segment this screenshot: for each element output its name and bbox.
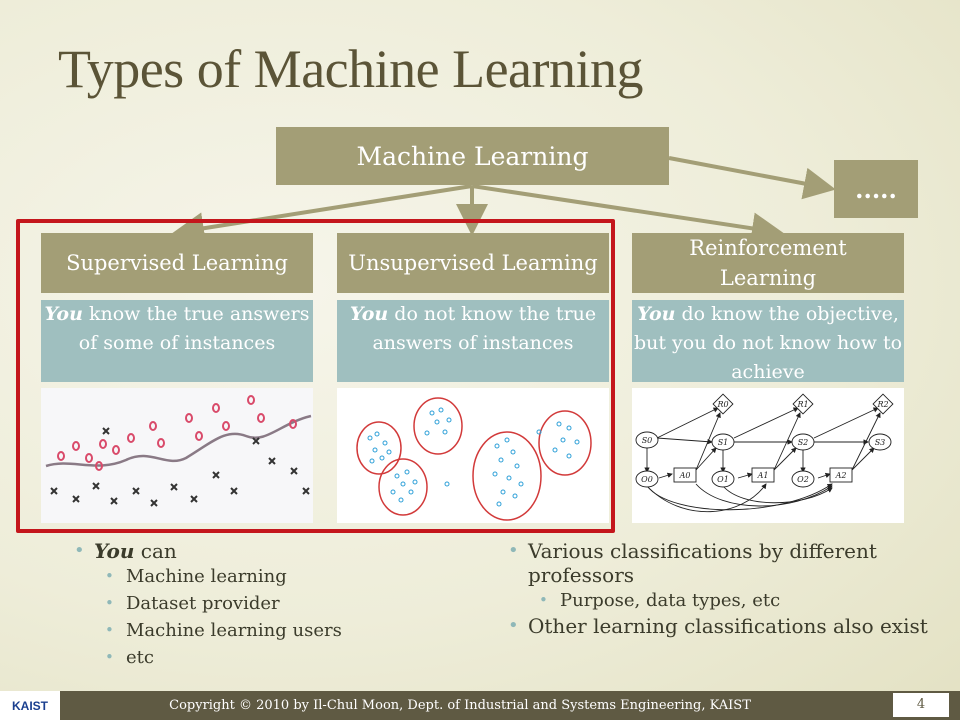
- arrow-to-reinforcement: [471, 184, 784, 245]
- unsupervised-clustering-image: [337, 388, 609, 523]
- sub-bullet: Machine learning users: [70, 617, 430, 644]
- right-bullet-list: Various classifications by different pro…: [504, 539, 944, 638]
- svg-text:A0: A0: [679, 471, 691, 480]
- arrow-to-more: [668, 156, 836, 200]
- bullet-various-classifications: Various classifications by different pro…: [504, 539, 944, 587]
- supervised-description: You know the true answers of some of ins…: [41, 300, 313, 382]
- reinforcement-mdp-diagram: R0 R1 R2 S0 S1 S2 S3 O0 A0 O1 A1 O2 A2: [632, 388, 904, 523]
- bullet-other-classifications: Other learning classifications also exis…: [504, 614, 944, 638]
- footer-copyright: Copyright © 2010 by Il-Chul Moon, Dept. …: [169, 698, 751, 713]
- svg-text:R1: R1: [796, 400, 808, 409]
- svg-text:R2: R2: [876, 400, 888, 409]
- page-number: 4: [890, 693, 952, 717]
- svg-text:A1: A1: [757, 471, 769, 480]
- supervised-learning-box: Supervised Learning: [41, 233, 313, 293]
- svg-text:O2: O2: [797, 475, 809, 484]
- svg-text:S3: S3: [875, 438, 886, 447]
- left-bullet-list: You can Machine learning Dataset provide…: [70, 539, 430, 671]
- more-types-box: .....: [834, 160, 918, 218]
- svg-text:O1: O1: [717, 475, 729, 484]
- svg-text:S2: S2: [798, 438, 809, 447]
- bullet-you-can: You can: [70, 539, 430, 563]
- arrow-to-supervised: [172, 184, 473, 245]
- unsupervised-learning-box: Unsupervised Learning: [337, 233, 609, 293]
- sub-bullet: Purpose, data types, etc: [504, 587, 944, 614]
- supervised-classification-image: [41, 388, 313, 523]
- sub-bullet: etc: [70, 644, 430, 671]
- svg-text:S1: S1: [718, 438, 729, 447]
- sub-bullet: Dataset provider: [70, 590, 430, 617]
- unsupervised-description: You do not know the true answers of inst…: [337, 300, 609, 382]
- kaist-logo: KAIST: [0, 691, 60, 720]
- svg-text:R0: R0: [716, 400, 728, 409]
- svg-text:A2: A2: [835, 471, 847, 480]
- svg-text:O0: O0: [641, 475, 653, 484]
- sub-bullet: Machine learning: [70, 563, 430, 590]
- slide-title: Types of Machine Learning: [58, 39, 644, 99]
- reinforcement-description: You do know the objective, but you do no…: [632, 300, 904, 382]
- svg-text:S0: S0: [642, 436, 653, 445]
- reinforcement-learning-box: Reinforcement Learning: [632, 233, 904, 293]
- highlight-frame: [16, 219, 615, 533]
- footer-bar: [0, 691, 960, 720]
- machine-learning-box: Machine Learning: [276, 127, 669, 185]
